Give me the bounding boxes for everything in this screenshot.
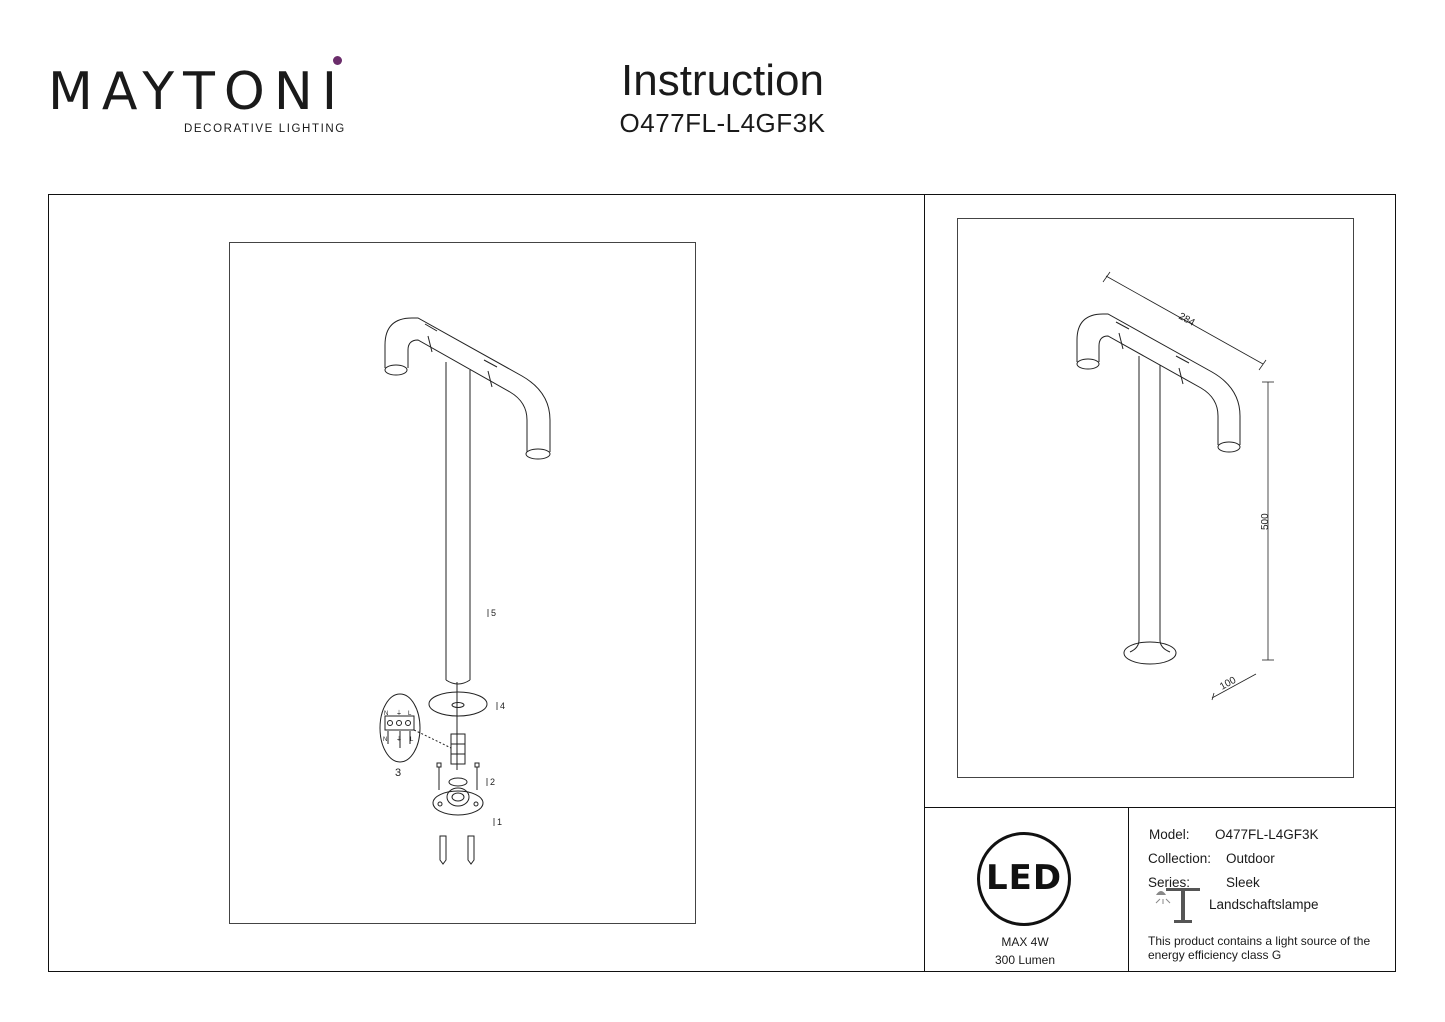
led-badge-label: LED (985, 858, 1063, 898)
dimension-pole (1123, 356, 1177, 665)
page-title: Instruction (621, 56, 824, 105)
wiring-terminal-ground-bottom: ⏚ (396, 736, 402, 743)
lumen-output: 300 Lumen (994, 953, 1056, 967)
dimension-lines (1102, 271, 1274, 701)
dimension-length-label: 284 (1177, 311, 1197, 329)
energy-class-note: This product contains a light source of … (1148, 934, 1371, 962)
spec-model-label: Model: (1149, 827, 1190, 842)
landscape-lamp-icon (1155, 888, 1200, 923)
assembly-pole (445, 362, 471, 685)
assembly-flange (428, 682, 488, 770)
frame-divider-vertical (924, 194, 925, 972)
dimension-height-label: 500 (1260, 513, 1271, 530)
max-power: MAX 4W (1001, 935, 1049, 949)
assembly-panel (229, 242, 696, 924)
spec-series-label: Series: (1148, 875, 1191, 890)
wiring-terminal-n-top: N (384, 711, 388, 717)
step-label-2: 2 (490, 777, 495, 787)
brand-logo: MAYTONI DECORATIVE LIGHTING (44, 54, 344, 144)
step-label-3: 3 (395, 767, 401, 779)
assembly-connector (448, 733, 468, 787)
power-info: MAX 4W 300 Lumen (960, 933, 1090, 969)
dimension-base-label: 100 (1218, 675, 1238, 693)
wiring-terminal-l-bottom: L (410, 737, 414, 743)
step-label-5: 5 (491, 608, 496, 618)
brand-tagline: DECORATIVE LIGHTING (184, 123, 346, 135)
spec-collection-value: Outdoor (1226, 851, 1275, 866)
wiring-diagram (379, 693, 452, 763)
model-heading: O477FL-L4GF3K (619, 108, 826, 138)
dimension-lamp-head (1076, 313, 1241, 453)
dimensions-panel (957, 218, 1354, 778)
logo-accent-dot (333, 56, 342, 65)
step-label-4: 4 (500, 701, 505, 711)
spec-collection-label: Collection: (1148, 851, 1212, 866)
spec-model-value: O477FL-L4GF3K (1215, 827, 1319, 842)
assembly-lamp-head (384, 317, 551, 460)
spec-divider (1128, 807, 1129, 972)
wiring-terminal-n-bottom: N (383, 737, 387, 743)
sheet-frame (48, 194, 1396, 972)
assembly-screws (436, 762, 480, 790)
wiring-terminal-l-top: L (408, 711, 412, 717)
spec-type-value: Landschaftslampe (1209, 897, 1319, 912)
step-label-1: 1 (497, 817, 502, 827)
assembly-base (432, 787, 484, 816)
led-badge (977, 832, 1071, 926)
frame-divider-horizontal (924, 807, 1396, 808)
wiring-terminal-ground-top: ⏚ (396, 710, 402, 717)
spec-series-value: Sleek (1226, 875, 1260, 890)
brand-name: MAYTONI (48, 62, 347, 122)
assembly-anchors (439, 835, 475, 865)
